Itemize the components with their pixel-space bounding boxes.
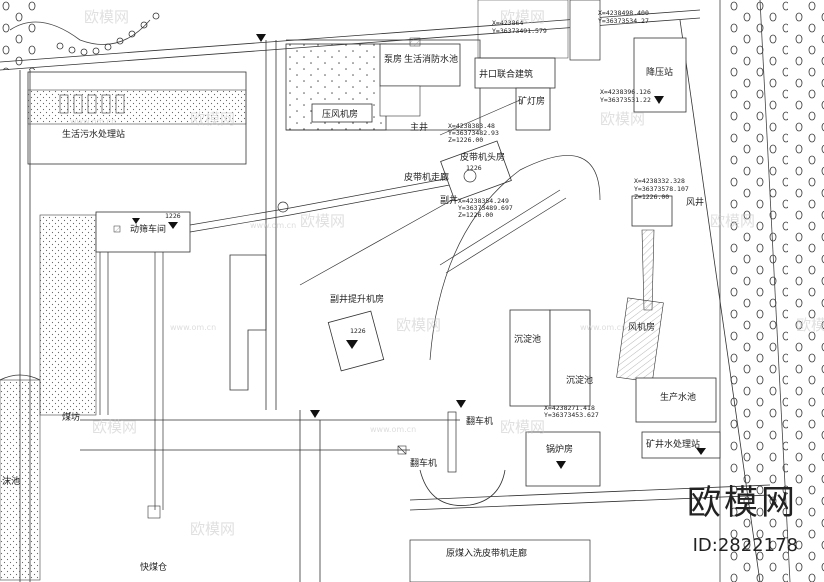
- label-screening: 动筛车间: [130, 223, 166, 235]
- substation: 降压站: [633, 37, 687, 113]
- mine-water-station: 矿井水处理站: [641, 431, 721, 459]
- sedimentation-tanks: 沉淀池 沉淀池: [509, 309, 593, 407]
- elev-screening: 1226: [165, 212, 181, 220]
- survey-coordinates: X=4238498.400 Y=36373534.27 X=423864 Y=3…: [448, 9, 689, 419]
- right-tree-belt: [719, 0, 824, 582]
- coord-5a: X=4238332.328: [634, 177, 685, 185]
- label-domestic-sewage: 生活污水处理站: [62, 128, 125, 140]
- conveyor-lines: [99, 176, 567, 510]
- svg-text:欧模网: 欧模网: [796, 316, 824, 334]
- svg-text:欧模网: 欧模网: [500, 8, 545, 26]
- label-main-shaft: 主井: [410, 121, 428, 133]
- svg-text:www.om.cn: www.om.cn: [250, 221, 296, 230]
- coord-4a: X=4238383.48: [448, 122, 495, 130]
- svg-text:www.om.cn: www.om.cn: [170, 323, 216, 332]
- tipper-area: 翻车机 翻车机: [397, 411, 493, 473]
- coord-7a: X=4238271.418: [544, 404, 595, 412]
- svg-text:欧模网: 欧模网: [500, 418, 545, 436]
- svg-text:欧模网: 欧模网: [710, 212, 755, 230]
- coord-2a: X=423864: [492, 19, 523, 27]
- coord-3a: X=4238396.126: [600, 88, 651, 96]
- aux-hoist-room: 1226 副井提升机房: [327, 293, 385, 372]
- label-belt-corridor: 皮带机走廊: [404, 171, 449, 183]
- label-pump-room: 泵房: [384, 53, 402, 65]
- svg-text:欧模网: 欧模网: [190, 110, 235, 128]
- boiler-room: 锅炉房: [525, 431, 601, 487]
- coord-6b: Y=36373489.697: [458, 204, 513, 212]
- coal-bunker: 快煤仓: [140, 505, 167, 573]
- screening-workshop: 动筛车间 1226: [95, 211, 191, 253]
- label-coal-bunker: 快煤仓: [140, 561, 167, 573]
- coord-5b: Y=36373578.107: [634, 185, 689, 193]
- production-pool: 生产水池: [635, 377, 717, 423]
- elev-aux-hoist: 1226: [350, 327, 366, 335]
- label-fan-room: 风机房: [628, 321, 655, 333]
- label-sed-2: 沉淀池: [566, 374, 593, 386]
- coord-5c: Z=1226.00: [634, 193, 669, 201]
- left-pool: [0, 379, 41, 581]
- svg-text:www.om.cn: www.om.cn: [370, 425, 416, 434]
- label-left-pool: 沫池: [2, 475, 20, 487]
- footer-id: ID:2822178: [692, 535, 798, 556]
- coord-4b: Y=36373482.93: [448, 129, 499, 137]
- access-arc: [429, 155, 601, 361]
- label-compressor: 压风机房: [322, 108, 358, 120]
- coord-7b: Y=36373453.627: [544, 411, 599, 419]
- label-belt-room: 皮带机头房: [460, 151, 505, 163]
- label-lamp-room: 矿灯房: [518, 95, 545, 107]
- label-gangue: 煤坊: [62, 411, 80, 423]
- label-sed-1: 沉淀池: [514, 333, 541, 345]
- label-fire-pool: 生活消防水池: [404, 53, 458, 65]
- domestic-sewage-block: 生活污水处理站: [27, 71, 247, 165]
- watermarks: 欧模网 欧模网 欧模网 欧模网 欧模网 欧模网 欧模网 欧模网 欧模网 欧模网 …: [70, 8, 824, 538]
- elev-belt-room: 1226: [466, 164, 482, 172]
- label-mine-water: 矿井水处理站: [646, 438, 700, 450]
- coord-1b: Y=36373534.27: [598, 17, 649, 25]
- coord-1a: X=4238498.400: [598, 9, 649, 17]
- raw-coal-corridor: 原煤入洗皮带机走廊: [409, 539, 591, 582]
- label-shaft-building: 井口联合建筑: [479, 68, 533, 80]
- label-tipper-1: 翻车机: [466, 415, 493, 427]
- grid-markers: [132, 34, 466, 418]
- coord-3b: Y=36373531.22: [600, 96, 651, 104]
- svg-text:www.om.cn: www.om.cn: [70, 117, 116, 126]
- label-aux-hoist: 副井提升机房: [330, 293, 384, 305]
- shaft-joint-building: 井口联合建筑: [474, 0, 601, 89]
- pump-and-pool: 泵房 生活消防水池: [379, 37, 461, 117]
- coord-2b: Y=36373491.579: [492, 27, 547, 35]
- label-aux-shaft: 副井: [440, 194, 458, 206]
- label-tipper-2: 翻车机: [410, 457, 437, 469]
- green-belt: [39, 214, 97, 416]
- label-substation: 降压站: [646, 66, 673, 78]
- svg-text:欧模网: 欧模网: [190, 520, 235, 538]
- svg-text:www.om.cn: www.om.cn: [580, 323, 626, 332]
- left-tree-row: [0, 0, 160, 70]
- fan-well: 风井 风机房: [616, 195, 704, 383]
- label-fan-well: 风井: [686, 196, 704, 208]
- svg-text:欧模网: 欧模网: [600, 110, 645, 128]
- compressor-room: 压风机房: [311, 103, 373, 123]
- svg-text:欧模网: 欧模网: [92, 418, 137, 436]
- coord-6a: X=4238354.249: [458, 197, 509, 205]
- lamp-room: 矿灯房: [515, 87, 551, 131]
- svg-text:欧模网: 欧模网: [396, 316, 441, 334]
- label-prod-pool: 生产水池: [660, 391, 696, 403]
- coord-4c: Z=1226.00: [448, 136, 483, 144]
- coord-6c: Z=1226.00: [458, 211, 493, 219]
- svg-text:欧模网: 欧模网: [84, 8, 129, 26]
- svg-text:欧模网: 欧模网: [300, 212, 345, 230]
- main-shaft: 主井 皮带机头房 1226: [410, 99, 521, 202]
- label-raw-coal-belt: 原煤入洗皮带机走廊: [446, 547, 527, 559]
- footer-brand: 欧模网: [687, 483, 798, 523]
- label-boiler: 锅炉房: [546, 443, 573, 455]
